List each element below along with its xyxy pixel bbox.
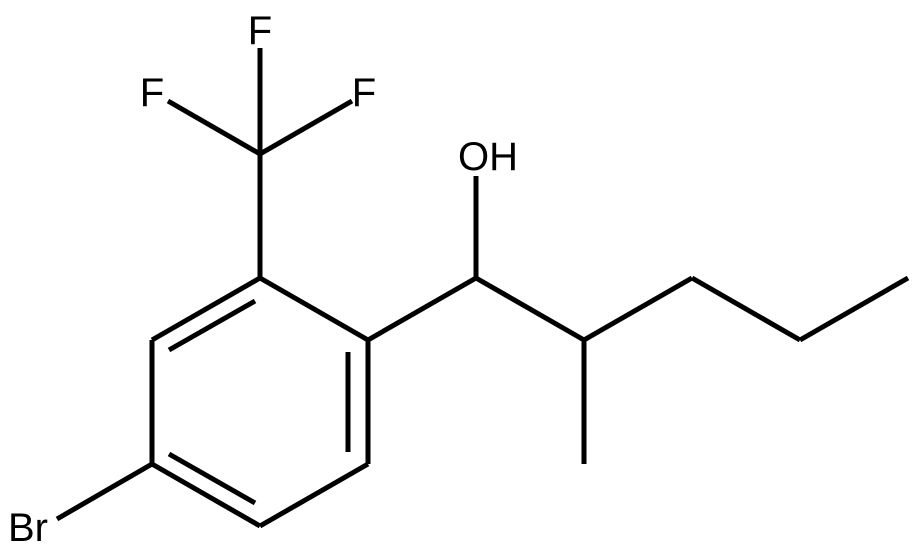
bonds bbox=[55, 48, 910, 529]
bond-cf3-f-left bbox=[166, 98, 262, 157]
bond-ring-inner-c4-c5 bbox=[167, 451, 257, 506]
bond-ring-to-carbinol bbox=[366, 275, 478, 343]
bond-ring-c2-c3 bbox=[150, 275, 262, 343]
bond-ring-to-br bbox=[55, 461, 154, 522]
atom-label-bromine: Br bbox=[8, 506, 48, 550]
bond-ring-inner-c2-c3 bbox=[167, 298, 257, 353]
bond-cf3-f-right bbox=[258, 98, 354, 157]
atom-label-hydroxyl: OH bbox=[458, 135, 518, 179]
atom-label-f-right: F bbox=[352, 71, 376, 115]
bond-carbinol-to-c2 bbox=[474, 275, 586, 343]
bond-c2-to-c3 bbox=[582, 275, 694, 343]
bond-ring-c1-c2 bbox=[258, 275, 370, 343]
atom-labels: F F F OH Br bbox=[8, 9, 518, 550]
bond-ring-c4-c5 bbox=[150, 461, 262, 529]
bond-c3-to-c4 bbox=[690, 275, 802, 343]
bond-ring-c5-c6 bbox=[258, 461, 370, 529]
atom-label-f-left: F bbox=[140, 71, 164, 115]
atom-label-f-top: F bbox=[248, 9, 272, 53]
bond-c4-to-c5 bbox=[798, 275, 910, 343]
